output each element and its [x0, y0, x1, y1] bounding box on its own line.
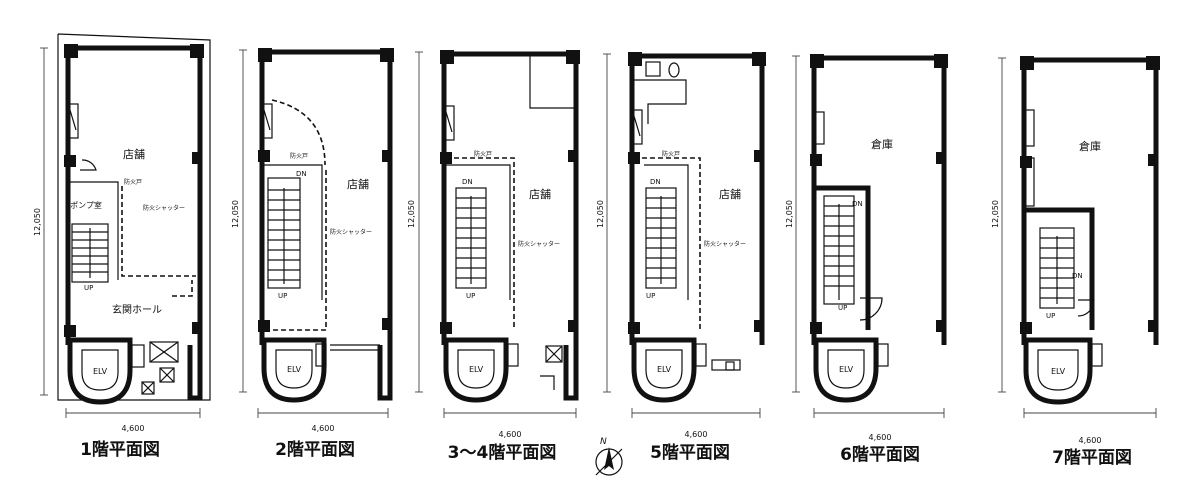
- north-arrow-icon: N: [595, 437, 623, 476]
- dim-depth-1: 12,050: [33, 208, 42, 236]
- floor-plan-2: 12,050 4,600 店舗 防火戸 防火シャッター DN UP ELV 2階…: [231, 48, 394, 460]
- room-label-hall-1: 玄関ホール: [112, 303, 162, 316]
- floor-title-5: 5階平面図: [650, 443, 730, 463]
- up-label-1: UP: [84, 284, 93, 292]
- dim-width-6: 4,600: [869, 433, 892, 442]
- shutter-label-2: 防火シャッター: [330, 228, 372, 236]
- floor-plan-5: 12,050 4,600 店舗 防火戸 防火シャッター DN UP ELV: [596, 52, 766, 463]
- elv-label-3: ELV: [469, 365, 484, 374]
- dim-width-3: 4,600: [499, 430, 522, 439]
- north-label: N: [600, 437, 607, 447]
- dn-label-5: DN: [650, 178, 661, 186]
- fire-door-label-2: 防火戸: [290, 152, 308, 160]
- room-label-store-3: 店舗: [529, 187, 551, 201]
- dim-width-7: 4,600: [1079, 436, 1102, 445]
- shutter-label-1: 防火シャッター: [143, 204, 185, 212]
- up-label-5: UP: [646, 292, 655, 300]
- room-label-store-5: 店舗: [719, 187, 741, 201]
- shutter-label-3: 防火シャッター: [518, 240, 560, 248]
- floor-plan-7: 12,050 4,600 倉庫 DN UP ELV 7階平面図: [991, 56, 1160, 468]
- room-label-pump-1: ポンプ室: [70, 200, 102, 210]
- room-label-store-6: 倉庫: [871, 137, 893, 151]
- floor-title-3-4: 3～4階平面図: [448, 443, 557, 463]
- fire-door-label-3: 防火戸: [474, 150, 492, 158]
- dn-label-3: DN: [462, 178, 473, 186]
- dn-label-6: DN: [852, 200, 863, 208]
- dim-depth-3: 12,050: [407, 200, 416, 228]
- fire-door-label-1: 防火戸: [124, 178, 142, 186]
- room-label-store-2: 店舗: [347, 177, 369, 191]
- floor-title-2: 2階平面図: [275, 440, 355, 460]
- up-label-6: UP: [838, 304, 847, 312]
- dim-width-1: 4,600: [122, 424, 145, 433]
- floor-plan-6: 12,050 4,600 倉庫 DN UP ELV 6階平面図: [785, 54, 948, 465]
- floor-plan-3-4: 12,050 4,600 店舗 防火戸 防火シャッター DN UP ELV 3～…: [407, 50, 580, 463]
- elv-label-2: ELV: [287, 365, 302, 374]
- dim-depth-6: 12,050: [785, 200, 794, 228]
- elv-label-5: ELV: [657, 365, 672, 374]
- dn-label-2: DN: [296, 170, 307, 178]
- dn-label-7: DN: [1072, 272, 1083, 280]
- up-label-7: UP: [1046, 312, 1055, 320]
- up-label-2: UP: [278, 292, 287, 300]
- dim-width-2: 4,600: [312, 424, 335, 433]
- floor-title-6: 6階平面図: [840, 445, 920, 465]
- room-label-store-1: 店舗: [123, 147, 145, 161]
- room-label-store-7: 倉庫: [1079, 139, 1101, 153]
- elv-label-1: ELV: [93, 367, 108, 376]
- shutter-label-5: 防火シャッター: [704, 240, 746, 248]
- floor-title-1: 1階平面図: [80, 440, 160, 460]
- fire-door-label-5: 防火戸: [662, 150, 680, 158]
- dim-depth-5: 12,050: [596, 200, 605, 228]
- dim-depth-7: 12,050: [991, 200, 1000, 228]
- elv-label-7: ELV: [1051, 367, 1066, 376]
- floor-title-7: 7階平面図: [1052, 448, 1132, 468]
- elv-label-6: ELV: [839, 365, 854, 374]
- floor-plan-1: 12,050 4,600: [33, 33, 211, 460]
- up-label-3: UP: [466, 292, 475, 300]
- dim-depth-2: 12,050: [231, 200, 240, 228]
- dim-width-5: 4,600: [685, 430, 708, 439]
